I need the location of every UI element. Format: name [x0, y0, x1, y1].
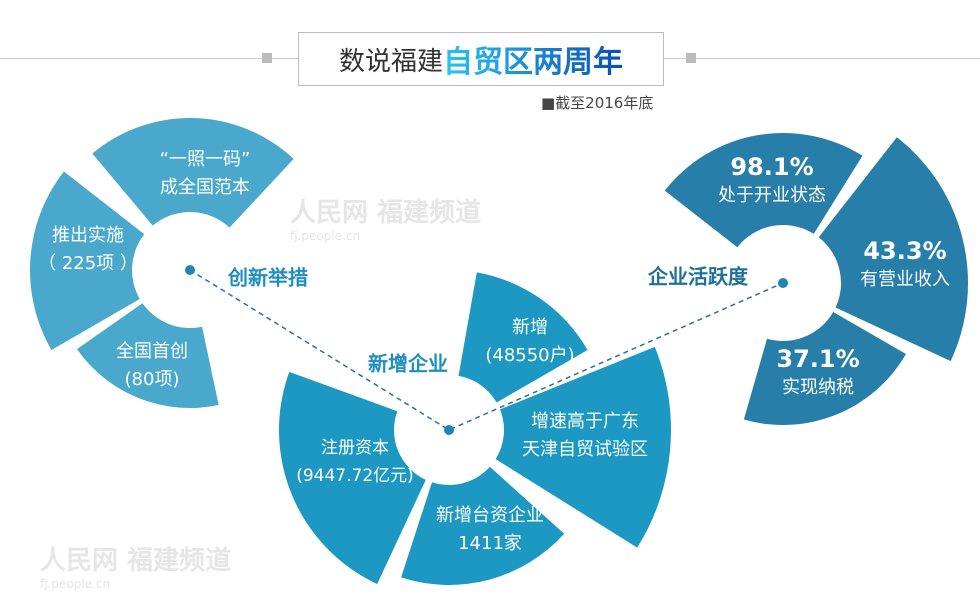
rule-marker-left	[262, 53, 272, 63]
sector-label: 增速高于广东天津自贸试验区	[522, 411, 648, 460]
title-box: 数说福建自贸区两周年	[298, 32, 664, 86]
sector-label: 推出实施（ 225项 ）	[38, 225, 138, 274]
sector-label: 98.1%处于开业状态	[718, 153, 826, 206]
rule-marker-right	[686, 53, 696, 63]
sector	[818, 137, 968, 362]
sector-label: 43.3%有营业收入	[860, 237, 950, 290]
sector-label: “一照一码”成全国范本	[159, 149, 251, 198]
sector-label: 37.1%实现纳税	[776, 345, 860, 398]
center-dot	[444, 425, 454, 435]
category-activity: 企业活跃度	[648, 264, 748, 289]
sector	[664, 133, 863, 248]
category-new-enterprises: 新增企业	[368, 351, 448, 376]
sector-label: 新增(48550户)	[485, 317, 575, 366]
sector	[279, 371, 426, 585]
sector	[76, 303, 219, 408]
sector-label: 注册资本(9447.72亿元)	[296, 438, 414, 486]
sector	[92, 118, 294, 228]
center-dot	[778, 278, 788, 288]
sector	[29, 171, 145, 350]
category-innovation: 创新举措	[228, 265, 308, 290]
sector	[458, 272, 588, 403]
center-dot	[185, 265, 195, 275]
title-prefix: 数说福建	[338, 46, 443, 77]
sector	[401, 466, 565, 585]
sector-label: 全国首创(80项)	[116, 341, 188, 390]
date-note: ■截至2016年底	[541, 94, 654, 112]
sector	[743, 312, 906, 425]
connector-line	[189, 269, 784, 431]
sector	[495, 346, 671, 548]
title-highlight: 自贸区两周年	[443, 37, 623, 81]
